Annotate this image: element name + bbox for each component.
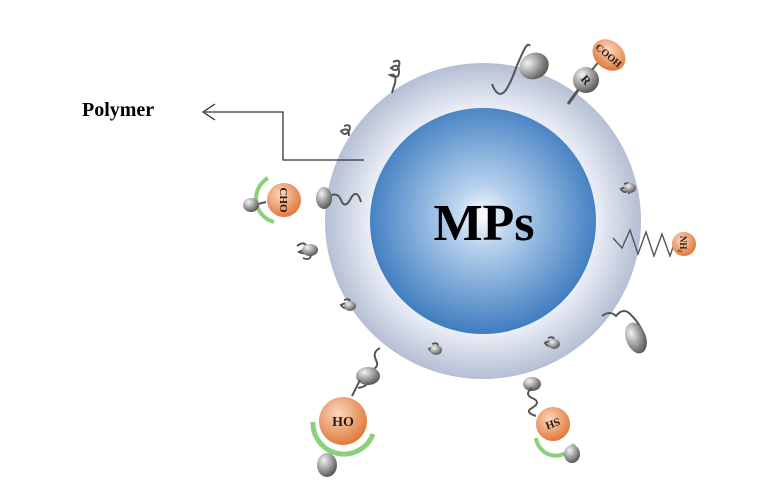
cooh-group-ball — [592, 39, 626, 71]
polymer-coil-icon — [339, 124, 351, 137]
polymer-bead — [344, 301, 356, 311]
svg-text:CHO: CHO — [277, 187, 289, 213]
sh-group: SH — [523, 377, 580, 463]
oh-group-ball — [319, 397, 367, 445]
half-ring-icon — [310, 421, 376, 457]
polymer-bead — [302, 244, 318, 256]
polymer-tail-right — [601, 310, 647, 354]
polymer-coil-icon — [387, 59, 401, 94]
svg-text:HO: HO — [332, 415, 354, 430]
svg-text:NH₂: NH₂ — [678, 236, 688, 253]
r-group-ball — [573, 67, 599, 93]
polymer-bead — [430, 345, 442, 355]
nh2-group: NH₂ — [612, 228, 696, 259]
polymer-bead — [624, 183, 636, 193]
polymer-label: Polymer — [82, 99, 154, 121]
cho-group-ball — [267, 183, 301, 217]
polymer-coil-icon — [296, 242, 313, 260]
polymer-bead — [548, 339, 560, 349]
sh-group-ball — [536, 407, 570, 441]
magnetic-core — [370, 108, 596, 334]
oh-group: HO — [310, 347, 381, 477]
svg-text:SH: SH — [543, 415, 561, 431]
nh2-group-ball — [672, 232, 696, 256]
core-label: MPs — [433, 195, 534, 252]
polymer-tail-top — [491, 43, 549, 95]
cooh-group: R COOH — [566, 39, 626, 105]
polymer-arrow-icon — [201, 103, 364, 161]
cho-group: CHO — [243, 176, 362, 224]
